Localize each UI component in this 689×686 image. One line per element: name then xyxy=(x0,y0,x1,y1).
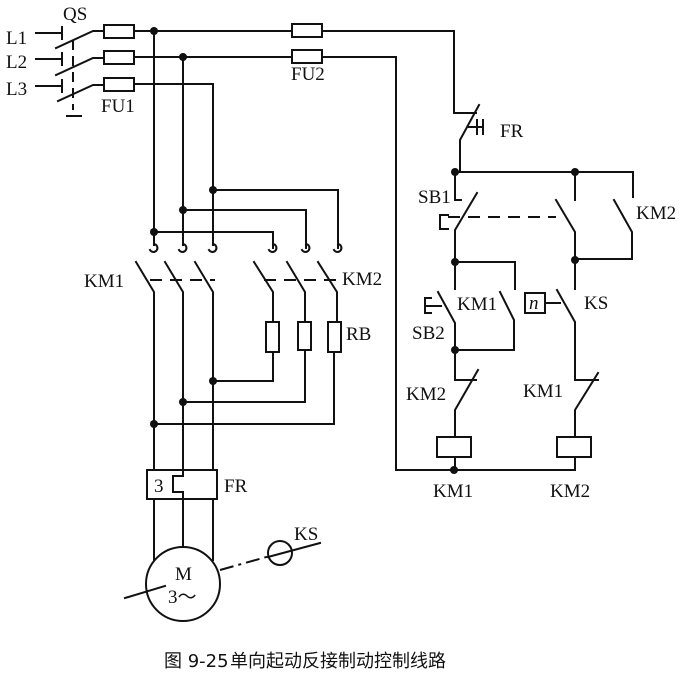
label-motor-phase: 3～ xyxy=(168,587,197,608)
label-km2-main: KM2 xyxy=(342,269,382,290)
figure-caption: 图 9-25 单向起动反接制动控制线路 xyxy=(164,651,446,672)
label-fr-relay-num: 3 xyxy=(154,476,164,497)
fuses-fu2: FU2 xyxy=(291,23,325,85)
label-km1-hold: KM1 xyxy=(457,294,497,315)
label-fr-contact: FR xyxy=(500,121,524,142)
label-rb: RB xyxy=(346,324,371,345)
label-km1-interlock: KM1 xyxy=(523,381,563,402)
label-ks-contact: KS xyxy=(584,293,608,314)
label-l1: L1 xyxy=(6,28,27,49)
fuses-fu1: FU1 xyxy=(101,24,135,117)
label-ks-sensor: KS xyxy=(294,524,318,545)
label-l3: L3 xyxy=(6,79,27,100)
control-circuit: FR SB1 KM2 SB2 KM1 n KS xyxy=(395,103,676,502)
label-km1-coil: KM1 xyxy=(433,481,473,502)
label-km1-main: KM1 xyxy=(84,271,124,292)
braking-resistors-rb: RB xyxy=(150,321,371,428)
caption-title: 单向起动反接制动控制线路 xyxy=(230,651,446,672)
label-sb1: SB1 xyxy=(418,187,451,208)
km1-main-contacts: KM1 xyxy=(84,242,218,471)
caption-number: 图 9-25 xyxy=(164,651,229,672)
label-fu1: FU1 xyxy=(101,96,135,117)
label-qs: QS xyxy=(63,4,87,25)
km2-feed-wiring xyxy=(150,186,339,249)
label-l2: L2 xyxy=(6,52,27,73)
label-sb2: SB2 xyxy=(412,323,445,344)
label-ks-n: n xyxy=(529,293,539,314)
label-km2-hold: KM2 xyxy=(636,203,676,224)
label-fu2: FU2 xyxy=(291,64,325,85)
label-fr-relay: FR xyxy=(224,476,248,497)
km2-main-contacts: KM2 xyxy=(252,242,382,323)
label-motor-m: M xyxy=(175,564,192,585)
thermal-relay-fr: 3 FR xyxy=(146,423,248,561)
motor: M 3～ KS xyxy=(123,524,322,622)
label-km2-interlock: KM2 xyxy=(406,384,446,405)
main-bus xyxy=(133,27,455,469)
main-switch-qs: L1 L2 L3 QS xyxy=(6,4,106,117)
label-km2-coil: KM2 xyxy=(550,481,590,502)
